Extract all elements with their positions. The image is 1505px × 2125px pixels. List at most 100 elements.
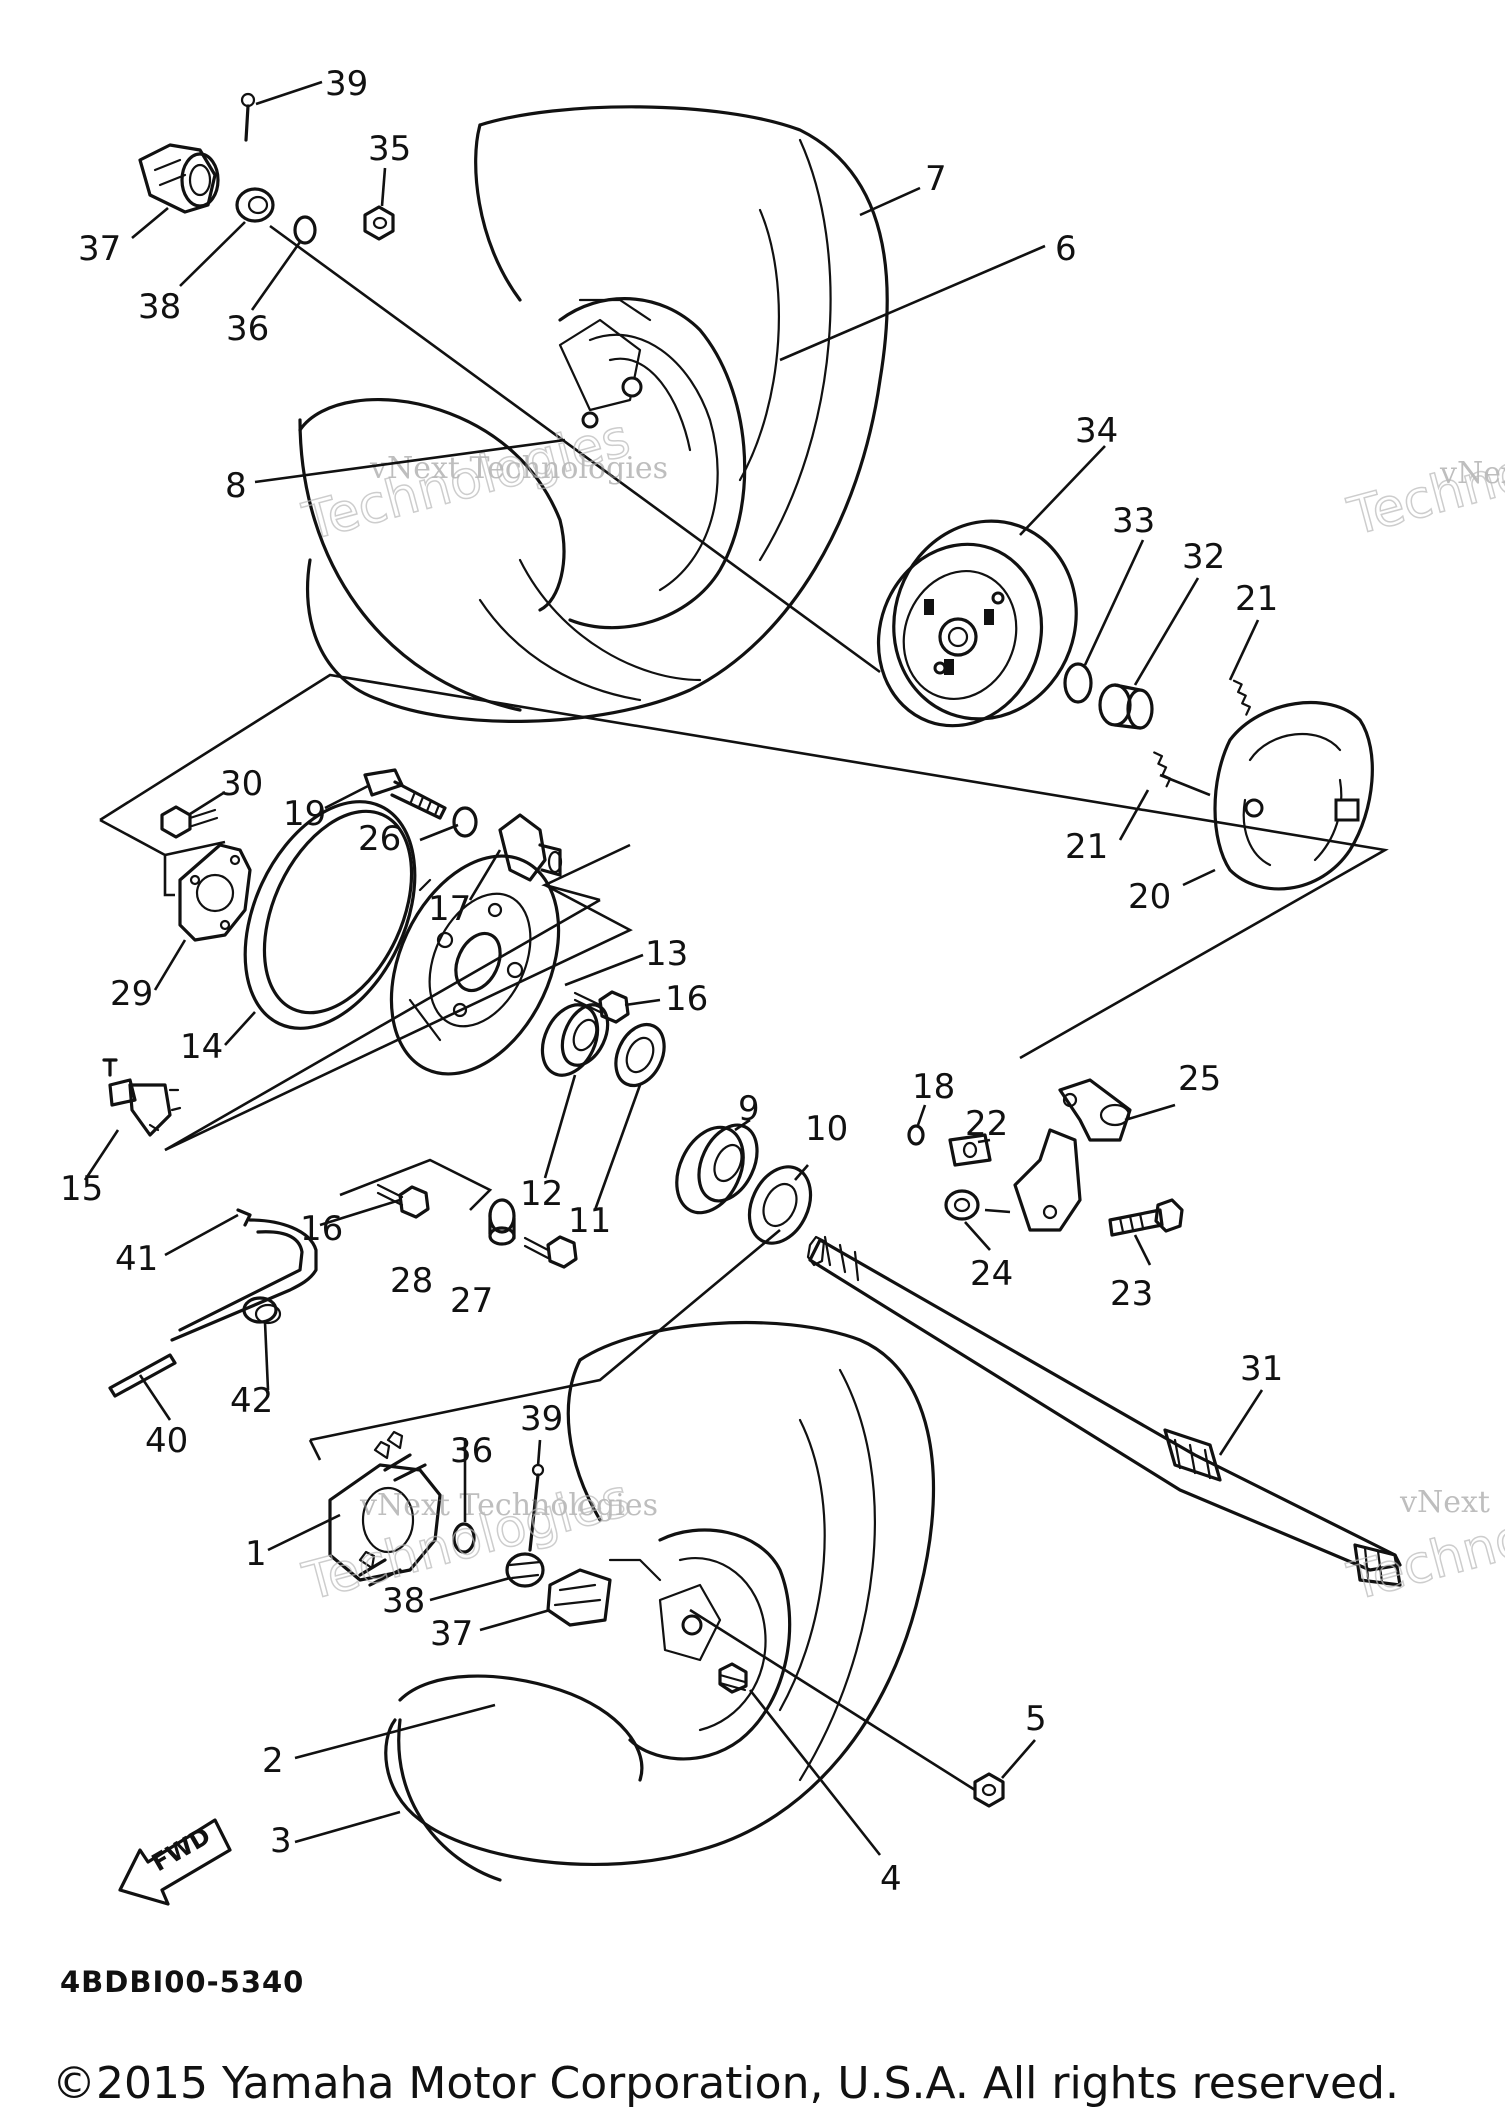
hub-disc <box>389 854 561 1076</box>
bearing-9 <box>675 1123 759 1215</box>
collar <box>1098 683 1154 730</box>
breather-hose-41 <box>170 1208 318 1342</box>
nut-38-upper <box>235 187 275 223</box>
lower-wheel-tire <box>384 1320 936 1882</box>
oil-seal-11 <box>614 1022 666 1088</box>
copyright-notice: ©2015 Yamaha Motor Corporation, U.S.A. A… <box>52 2058 1399 2109</box>
svg-text:vNext Technologies: vNext Technologies <box>359 1488 658 1523</box>
callout-24: 24 <box>970 1254 1013 1294</box>
bolt-19 <box>363 768 447 820</box>
callout-7: 7 <box>925 159 947 199</box>
callout-37: 37 <box>78 229 121 269</box>
mount-bracket <box>498 813 563 882</box>
callout-19: 19 <box>283 794 326 834</box>
callout-39: 39 <box>325 64 368 104</box>
callout-21-upper: 21 <box>1235 579 1278 619</box>
callout-26: 26 <box>358 819 401 859</box>
bearing-12 <box>540 1003 610 1077</box>
callout-3: 3 <box>270 1821 292 1861</box>
callout-38-lower: 38 <box>382 1581 425 1621</box>
callout-12: 12 <box>520 1174 563 1214</box>
callout-16-upper: 16 <box>665 979 708 1019</box>
callout-21-lower: 21 <box>1065 827 1108 867</box>
brake-drum <box>876 519 1078 728</box>
callout-28: 28 <box>390 1261 433 1301</box>
axle-cap-37-lower <box>546 1568 612 1627</box>
diagram-code: 4BDBI00-5340 <box>60 1965 305 1999</box>
callout-15: 15 <box>60 1169 103 1209</box>
o-ring <box>1063 662 1093 704</box>
joint-15 <box>102 1058 182 1137</box>
o-ring-18 <box>907 1124 925 1146</box>
callout-41: 41 <box>115 1239 158 1279</box>
callout-11: 11 <box>568 1201 611 1241</box>
callout-13: 13 <box>645 934 688 974</box>
svg-text:Technologies: Technologies <box>1342 403 1505 548</box>
pin-40 <box>108 1353 177 1398</box>
bolt-30 <box>160 805 219 839</box>
brake-shoe <box>1213 700 1374 891</box>
callout-9: 9 <box>738 1089 760 1129</box>
assembly-boundary <box>99 673 1389 1060</box>
svg-text:vNext Technologies: vNext Technologies <box>369 451 668 486</box>
callout-36: 36 <box>226 309 269 349</box>
return-spring-lower <box>1153 751 1172 788</box>
flange-plate <box>178 843 252 942</box>
bolt-16-lower <box>376 1183 430 1219</box>
callout-labels: 39 37 38 36 35 7 6 8 34 33 32 21 21 20 3… <box>60 64 1283 1899</box>
callout-4: 4 <box>880 1859 902 1899</box>
nut-5 <box>973 1772 1005 1808</box>
svg-text:vNext: vNext <box>1439 456 1505 491</box>
wheel-hub-1 <box>328 1430 442 1587</box>
nut-38-lower <box>505 1552 545 1588</box>
bolt-23 <box>1108 1198 1184 1237</box>
callout-6: 6 <box>1055 229 1077 269</box>
cotter-pin-39-upper <box>240 92 256 142</box>
callout-2: 2 <box>262 1741 284 1781</box>
spacer-28 <box>488 1198 516 1246</box>
callout-35: 35 <box>368 129 411 169</box>
lower-boundary <box>309 1229 781 1442</box>
callout-14: 14 <box>180 1027 223 1067</box>
callout-38: 38 <box>138 287 181 327</box>
callout-16-lower: 16 <box>300 1209 343 1249</box>
callout-39-lower: 39 <box>520 1399 563 1439</box>
callout-1: 1 <box>245 1534 267 1574</box>
callout-32: 32 <box>1182 537 1225 577</box>
upper-axle-line <box>269 224 881 674</box>
camshaft-lever-25 <box>1013 1078 1132 1232</box>
callout-18: 18 <box>912 1067 955 1107</box>
bolt-27 <box>523 1235 578 1269</box>
callout-37-lower: 37 <box>430 1614 473 1654</box>
callout-25: 25 <box>1178 1059 1221 1099</box>
rear-axle <box>806 1235 1402 1587</box>
callout-27: 27 <box>450 1281 493 1321</box>
callout-8: 8 <box>225 466 247 506</box>
axle-cap-37-upper <box>138 143 220 214</box>
callout-40: 40 <box>145 1421 188 1461</box>
callout-30: 30 <box>220 764 263 804</box>
washer-26 <box>452 806 478 838</box>
callout-23: 23 <box>1110 1274 1153 1314</box>
callout-10: 10 <box>805 1109 848 1149</box>
svg-text:vNext: vNext <box>1399 1485 1490 1520</box>
plate-22 <box>948 1133 992 1167</box>
lower-wheel-rim <box>398 1528 792 1782</box>
callout-33: 33 <box>1112 501 1155 541</box>
washer-36-lower <box>452 1522 476 1554</box>
callout-22: 22 <box>965 1104 1008 1144</box>
upper-wheel-rim <box>298 297 747 630</box>
washer-36-upper <box>293 215 317 245</box>
callout-36-lower: 36 <box>450 1431 493 1471</box>
leader-lines <box>83 80 1264 1856</box>
callout-31: 31 <box>1240 1349 1283 1389</box>
callout-42: 42 <box>230 1381 273 1421</box>
seal-ring <box>243 800 417 1030</box>
hose-clamp-42 <box>242 1296 282 1325</box>
callout-34: 34 <box>1075 411 1118 451</box>
oil-seal-10 <box>747 1165 813 1245</box>
callout-5: 5 <box>1025 1699 1047 1739</box>
nut-35 <box>363 205 395 241</box>
return-spring-upper <box>1232 679 1251 716</box>
